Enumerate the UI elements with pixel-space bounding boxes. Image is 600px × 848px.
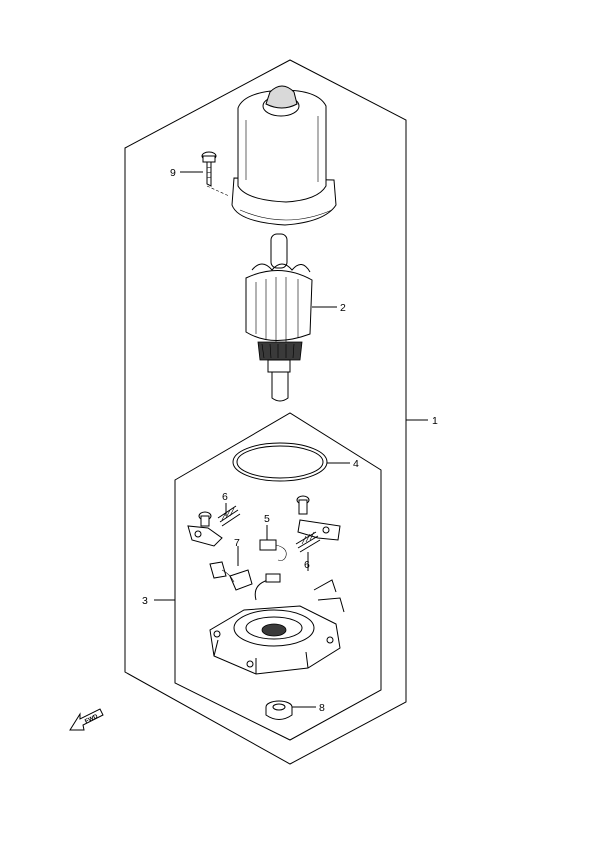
callout-2: 2 xyxy=(340,302,346,314)
direction-badge: FWD xyxy=(69,708,104,731)
callout-1: 1 xyxy=(432,415,438,427)
direction-badge-text: FWD xyxy=(84,713,100,725)
callout-5: 5 xyxy=(264,513,270,525)
motor-yoke-housing xyxy=(231,85,337,226)
spring-6-left xyxy=(217,505,241,527)
brush-holder-right xyxy=(295,495,341,553)
o-ring-4 xyxy=(232,442,328,482)
callout-6-right: 6 xyxy=(304,559,310,571)
callout-9: 9 xyxy=(170,167,176,179)
armature xyxy=(245,233,313,402)
brush-7 xyxy=(209,561,253,591)
brush-holder-left xyxy=(187,505,241,547)
callout-7: 7 xyxy=(234,537,240,549)
arrow-left-down-icon xyxy=(69,708,104,731)
callout-6-left: 6 xyxy=(222,491,228,503)
end-cover-base xyxy=(209,605,341,675)
lead-wires xyxy=(254,573,345,613)
callout-4: 4 xyxy=(353,458,359,470)
bushing-8 xyxy=(265,700,293,720)
spring-6-right xyxy=(295,531,321,553)
callout-3: 3 xyxy=(142,595,148,607)
screw-9 xyxy=(201,151,230,197)
callout-8: 8 xyxy=(319,702,325,714)
assembly-3-boundary xyxy=(174,412,382,741)
brush-5 xyxy=(259,539,287,561)
assembly-1-boundary xyxy=(124,59,407,765)
